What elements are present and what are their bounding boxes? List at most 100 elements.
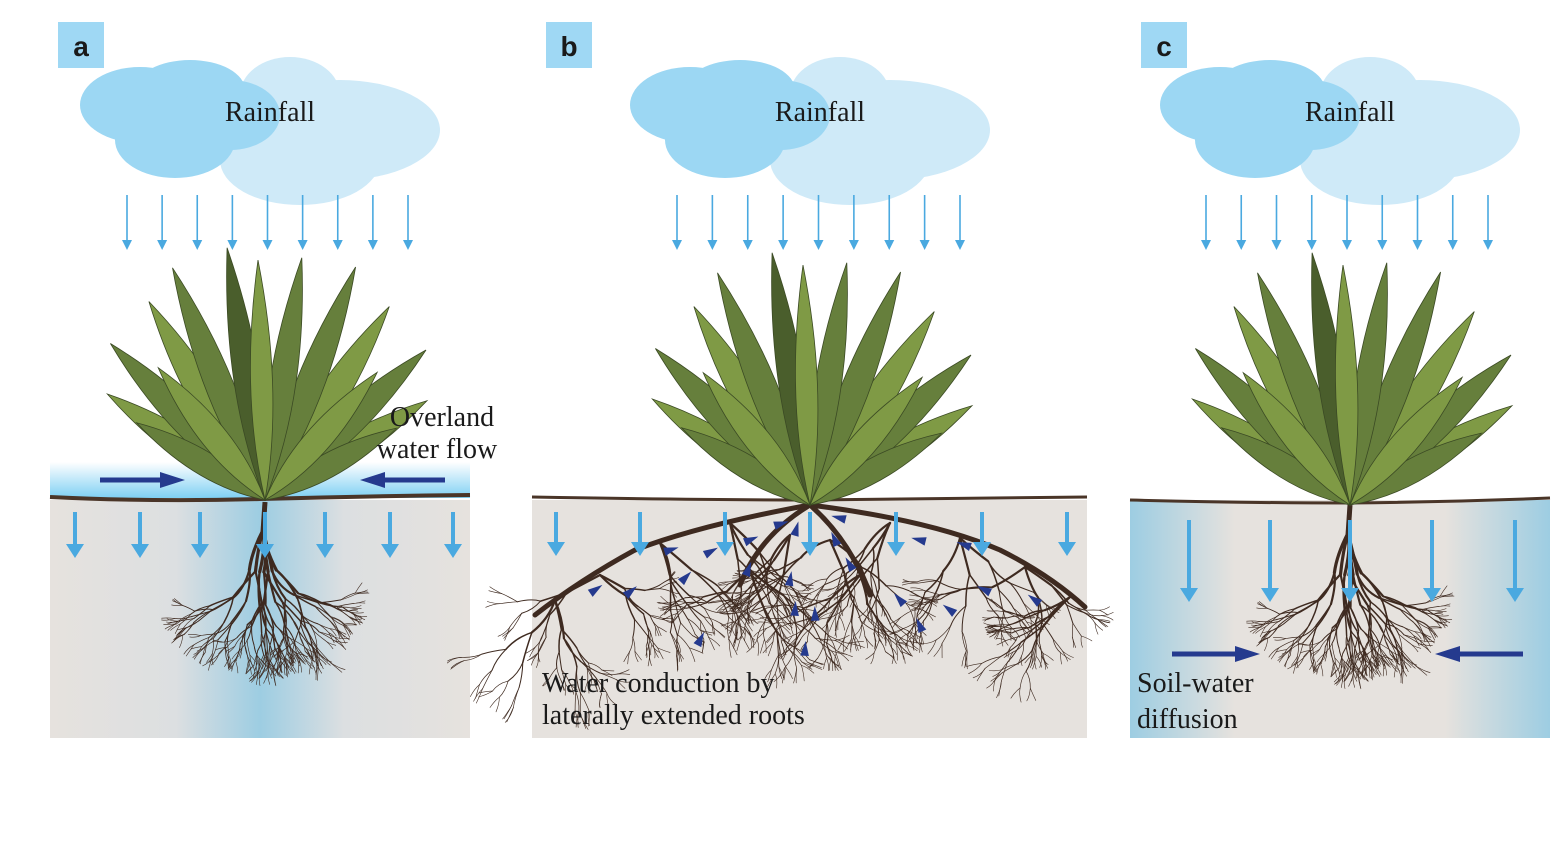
- root-segment: [785, 635, 793, 647]
- root-segment: [267, 649, 273, 667]
- root-segment: [727, 594, 745, 603]
- root-segment: [1373, 643, 1380, 658]
- root-segment: [1352, 653, 1355, 670]
- root-segment: [738, 580, 750, 585]
- root-segment: [756, 628, 767, 640]
- root-segment: [492, 680, 509, 692]
- root-conduction-arrows: [587, 515, 1043, 657]
- root-segment: [808, 584, 825, 595]
- root-segment: [649, 615, 656, 628]
- leaf: [795, 265, 819, 506]
- root-segment: [330, 662, 346, 670]
- root-segment: [784, 648, 795, 669]
- conduction-arrow: [587, 584, 603, 597]
- root-segment: [1249, 626, 1262, 633]
- root-segment: [988, 625, 1000, 627]
- root-segment: [1369, 660, 1377, 669]
- root-segment: [892, 617, 901, 628]
- root-segment: [763, 669, 772, 681]
- infiltration-arrow-head: [256, 544, 274, 558]
- root-segment: [1279, 651, 1289, 663]
- root-segment: [273, 662, 284, 672]
- root-segment: [201, 638, 214, 648]
- root-segment: [680, 622, 694, 637]
- infiltration-arrow-head: [801, 542, 819, 556]
- root-segment: [1023, 565, 1053, 587]
- root-segment: [1332, 531, 1350, 575]
- root-segment: [238, 648, 243, 657]
- root-segment: [525, 646, 536, 654]
- root-segment: [1286, 641, 1299, 651]
- root-segment: [1331, 662, 1335, 675]
- root-segment: [996, 661, 1008, 678]
- plant-a: [106, 247, 429, 502]
- root-segment: [651, 644, 660, 653]
- root-segment: [586, 665, 589, 682]
- root-segment: [782, 533, 792, 575]
- root-segment: [802, 593, 810, 606]
- root-segment: [794, 622, 816, 639]
- root-segment: [561, 669, 567, 685]
- root-segment: [299, 660, 302, 673]
- root-segment: [1319, 662, 1324, 677]
- root-segment: [834, 616, 837, 632]
- root-segment: [800, 582, 809, 592]
- root-segment: [1381, 600, 1391, 630]
- root-segment: [1384, 663, 1387, 676]
- root-segment: [1006, 641, 1022, 663]
- root-segment: [491, 648, 507, 671]
- root-segment: [1072, 636, 1074, 648]
- root-segment: [1293, 657, 1304, 666]
- root-segment: [689, 647, 696, 662]
- root-segment: [507, 661, 524, 682]
- root-segment: [1287, 659, 1298, 670]
- root-segment: [748, 617, 764, 621]
- root-segment: [1351, 656, 1354, 675]
- root-segment: [908, 599, 923, 604]
- panel-b: b Rainfall Water conduction by laterally…: [447, 22, 1114, 738]
- root-segment: [1376, 643, 1381, 658]
- root-segment: [632, 637, 636, 652]
- root-segment: [262, 602, 273, 629]
- root-segment: [553, 598, 563, 631]
- root-segment: [318, 631, 336, 638]
- root-segment: [1042, 653, 1047, 665]
- root-segment: [297, 592, 323, 604]
- root-segment: [771, 608, 781, 626]
- root-segment: [1356, 665, 1361, 679]
- root-segment: [700, 630, 713, 636]
- root-segment: [774, 673, 778, 689]
- root-segment: [224, 641, 227, 658]
- root-segment: [587, 662, 592, 677]
- root-segment: [351, 612, 363, 618]
- root-segment: [269, 646, 276, 662]
- root-segment: [297, 651, 309, 660]
- rain-arrow-head: [297, 240, 308, 250]
- leaf: [702, 371, 811, 506]
- root-segment: [1000, 661, 1008, 682]
- root-segment: [966, 663, 982, 667]
- root-segment: [1052, 638, 1063, 652]
- root-segment: [764, 601, 778, 623]
- root-segment: [1440, 595, 1455, 598]
- root-segment: [318, 652, 322, 666]
- root-segment: [864, 610, 870, 624]
- root-segment: [182, 622, 195, 636]
- root-segment: [1313, 662, 1321, 674]
- root-segment: [1275, 649, 1287, 653]
- rain-arrows-c: [1201, 195, 1493, 250]
- root-segment: [1026, 621, 1041, 629]
- root-segment: [756, 581, 770, 604]
- root-segment: [501, 593, 518, 603]
- root-segment: [1004, 610, 1022, 620]
- root-segment: [284, 598, 303, 617]
- root-segment: [933, 643, 943, 657]
- root-segment: [181, 618, 195, 631]
- conduction-arrow: [743, 536, 759, 547]
- root-segment: [1011, 626, 1030, 630]
- root-segment: [1421, 632, 1432, 638]
- root-segment: [1315, 603, 1332, 627]
- root-segment: [900, 609, 916, 618]
- root-segment: [518, 661, 524, 689]
- root-segment: [296, 654, 306, 665]
